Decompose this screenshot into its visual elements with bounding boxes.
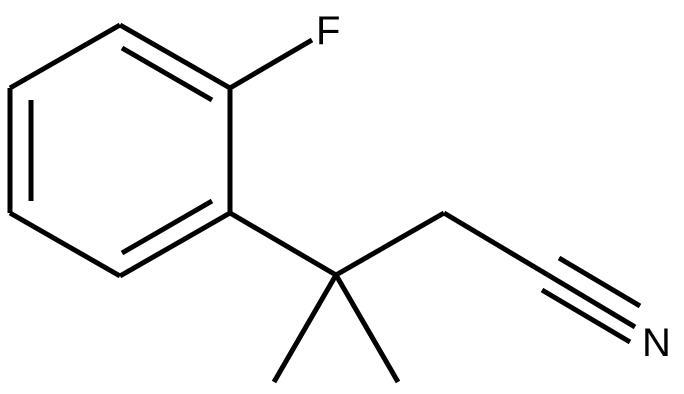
ring-bond-bottom-left	[8, 210, 122, 279]
nitrogen-atom-label: N	[642, 321, 671, 365]
ch2-to-nitrile-carbon-bond	[442, 210, 550, 278]
triple-bond-line-3	[540, 287, 632, 345]
nitrile-triple-bond	[540, 255, 642, 345]
ring-to-quaternary-carbon-bond	[228, 210, 338, 278]
ring-bond-top	[118, 22, 232, 91]
quaternary-to-ch2-bond	[334, 210, 446, 278]
triple-bond-line-1	[546, 272, 637, 330]
methyl-bond-right	[333, 273, 401, 384]
ring-bond-bottom-right-inner	[120, 198, 214, 256]
methyl-bond-left	[271, 273, 339, 384]
fluorine-atom-label: F	[316, 9, 340, 53]
ring-bond-top-inner	[120, 45, 214, 103]
c-f-bond	[228, 37, 314, 91]
triple-bond-line-2	[557, 255, 642, 309]
ring-bond-bottom-right	[118, 210, 232, 279]
benzene-ring	[7, 22, 233, 279]
ring-bond-top-left	[8, 22, 122, 91]
